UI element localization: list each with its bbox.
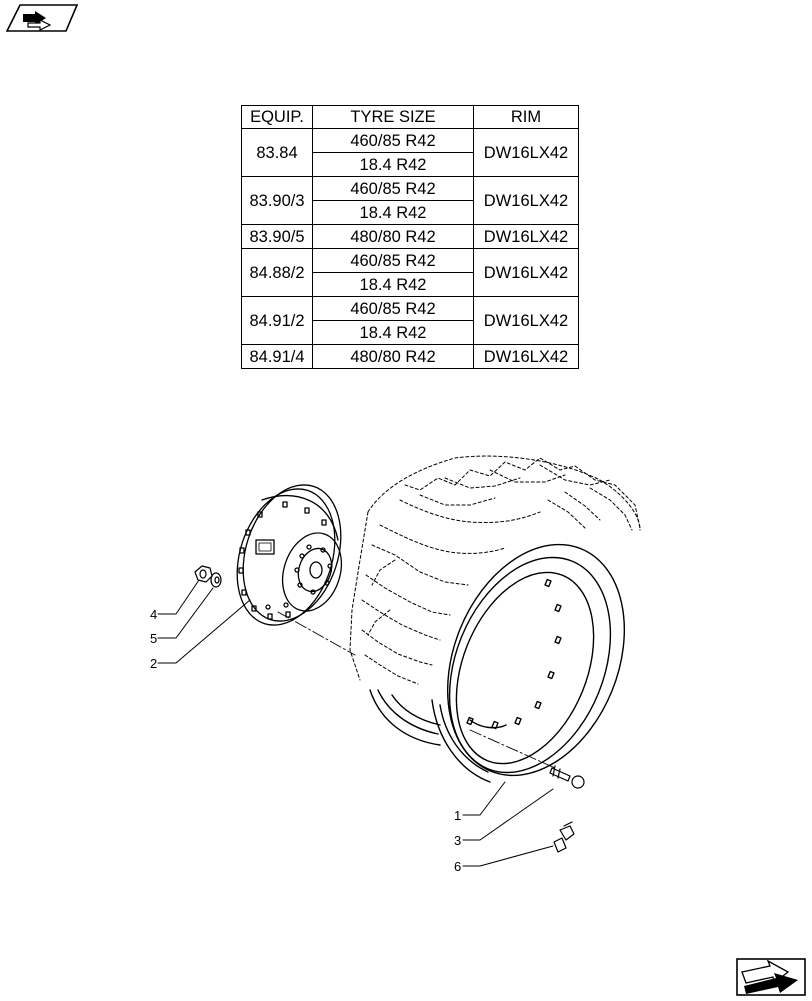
callout-3: 3: [454, 833, 461, 848]
next-page-arrow-icon: [736, 958, 806, 996]
next-page-button[interactable]: [736, 958, 806, 996]
tyre-size-cell: 460/85 R42: [312, 248, 474, 273]
table-row: 18.4 R42: [242, 200, 579, 225]
equip-cell: 83.90/5: [241, 224, 313, 249]
tyre-spec-table: EQUIP. TYRE SIZE RIM 83.84 460/85 R42 DW…: [241, 105, 579, 369]
callout-1: 1: [454, 808, 461, 823]
header-equip: EQUIP.: [241, 105, 313, 129]
tyre-size-cell: 18.4 R42: [312, 320, 474, 345]
assembly-lines: [277, 611, 556, 769]
rim-cell: DW16LX42: [473, 224, 579, 249]
rim-cell: DW16LX42: [473, 344, 579, 369]
leader-lines: [157, 579, 554, 867]
equip-cell: 84.91/4: [241, 344, 313, 369]
tyre-size-cell: 460/85 R42: [312, 176, 474, 201]
table-row: 18.4 R42: [242, 272, 579, 297]
equip-cell: 84.91/2: [241, 296, 313, 345]
callout-5: 5: [150, 631, 157, 646]
table-row: 83.90/5 480/80 R42 DW16LX42: [241, 224, 579, 249]
rim-part: [369, 543, 626, 783]
rim-cell: DW16LX42: [473, 128, 579, 177]
table-row: 18.4 R42: [242, 152, 579, 177]
previous-page-arrow-icon: [5, 4, 79, 32]
washer-part: [210, 572, 222, 588]
rim-cell: DW16LX42: [473, 296, 579, 345]
table-row: 84.91/4 480/80 R42 DW16LX42: [241, 344, 579, 369]
rim-cell: DW16LX42: [473, 248, 579, 297]
equip-cell: 83.84: [241, 128, 313, 177]
tyre-size-cell: 460/85 R42: [312, 296, 474, 321]
table-row: 84.88/2 460/85 R42 DW16LX42: [241, 248, 579, 297]
tyre-size-cell: 480/80 R42: [312, 224, 474, 249]
rim-cell: DW16LX42: [473, 176, 579, 225]
tyre-size-cell: 480/80 R42: [312, 344, 474, 369]
equip-cell: 83.90/3: [241, 176, 313, 225]
header-rim: RIM: [473, 105, 579, 129]
nut-part: [194, 565, 213, 583]
table-row: 84.91/2 460/85 R42 DW16LX42: [241, 296, 579, 345]
table-row: 83.90/3 460/85 R42 DW16LX42: [241, 176, 579, 225]
header-tyre-size: TYRE SIZE: [312, 105, 474, 129]
table-row: 83.84 460/85 R42 DW16LX42: [241, 128, 579, 177]
valve-part: [553, 821, 575, 853]
tyre-size-cell: 18.4 R42: [312, 152, 474, 177]
equip-cell: 84.88/2: [241, 248, 313, 297]
tyre-size-cell: 18.4 R42: [312, 272, 474, 297]
tyre-outline: [349, 455, 641, 685]
previous-page-button[interactable]: [5, 4, 79, 32]
bolt-part: [549, 765, 585, 789]
callout-6: 6: [454, 859, 461, 874]
wheel-disc-part: [236, 484, 343, 626]
callout-4: 4: [150, 607, 157, 622]
tyre-size-cell: 18.4 R42: [312, 200, 474, 225]
table-header-row: EQUIP. TYRE SIZE RIM: [241, 105, 579, 129]
tyre-size-cell: 460/85 R42: [312, 128, 474, 153]
callout-2: 2: [150, 656, 157, 671]
